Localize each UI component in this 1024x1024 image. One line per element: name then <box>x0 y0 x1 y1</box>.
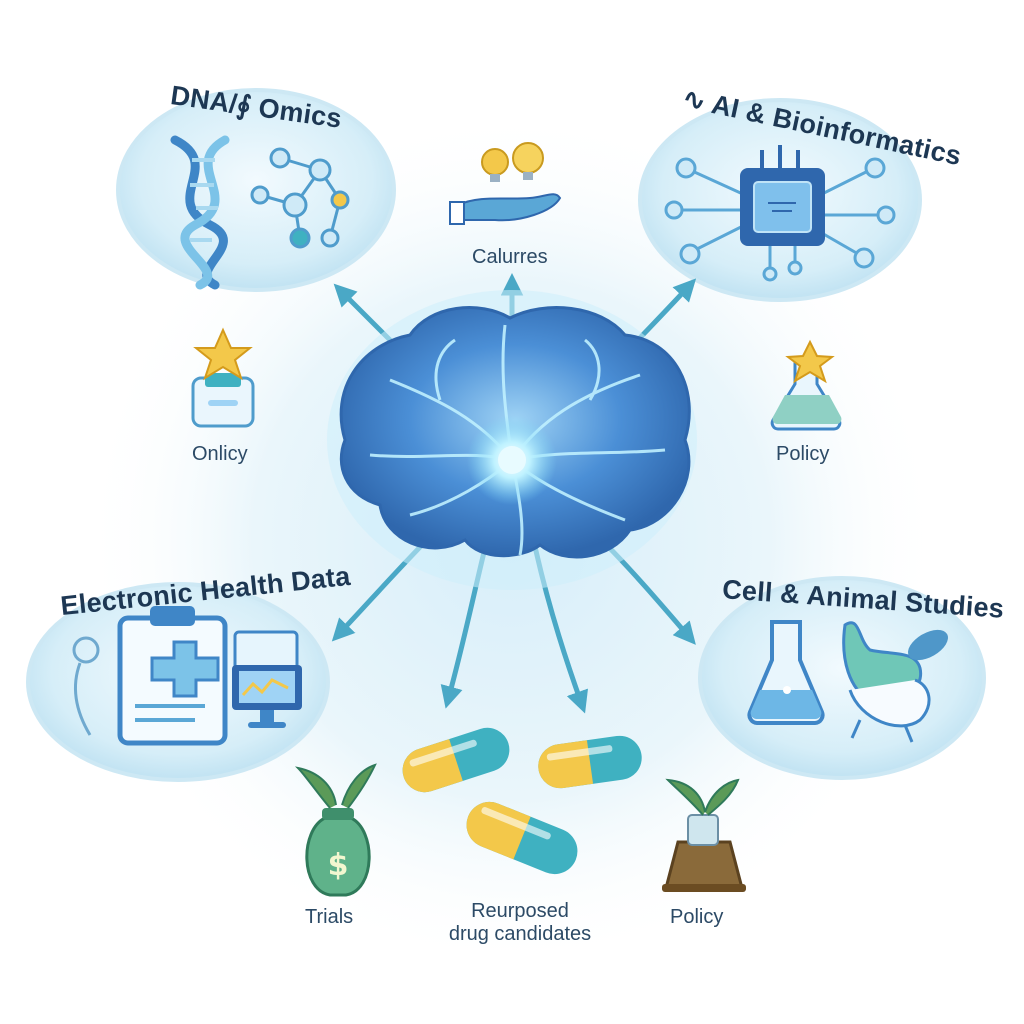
animal-icon <box>842 621 948 743</box>
star-box-icon <box>191 327 255 428</box>
molecule-icon <box>250 147 350 249</box>
node-ai-bioinformatics <box>638 98 922 302</box>
person-figure-icon <box>72 636 100 736</box>
medical-clipboard-icon <box>117 606 228 746</box>
capsule-icon <box>538 735 642 789</box>
svg-text:$: $ <box>328 848 349 883</box>
dna-helix-icon <box>170 135 230 290</box>
label-output-line1: Reurposed <box>471 900 569 922</box>
capsule-icon <box>466 801 578 875</box>
plant-pot-icon <box>662 778 746 892</box>
brain-icon <box>327 290 697 590</box>
node-dna-omics <box>116 88 396 292</box>
flask-icon <box>747 620 825 725</box>
monitor-icon <box>232 630 302 728</box>
node-electronic-health <box>26 582 330 782</box>
label-onlicy: Onlicy <box>192 443 248 465</box>
lightbulb-hand-icon <box>449 142 562 225</box>
node-cell-animal <box>698 576 986 780</box>
ai-chip-icon <box>664 145 896 282</box>
money-bag-icon: $ <box>294 763 377 897</box>
label-output: Reurposed drug candidates <box>430 900 610 946</box>
label-policy-right: Policy <box>776 443 830 465</box>
label-calurres: Calurres <box>472 246 548 268</box>
label-policy-bottom: Policy <box>670 906 724 928</box>
capsule-icon <box>402 727 510 793</box>
label-trials: Trials <box>305 906 354 928</box>
flask-star-icon <box>770 339 842 431</box>
label-output-line2: drug candidates <box>448 923 592 945</box>
